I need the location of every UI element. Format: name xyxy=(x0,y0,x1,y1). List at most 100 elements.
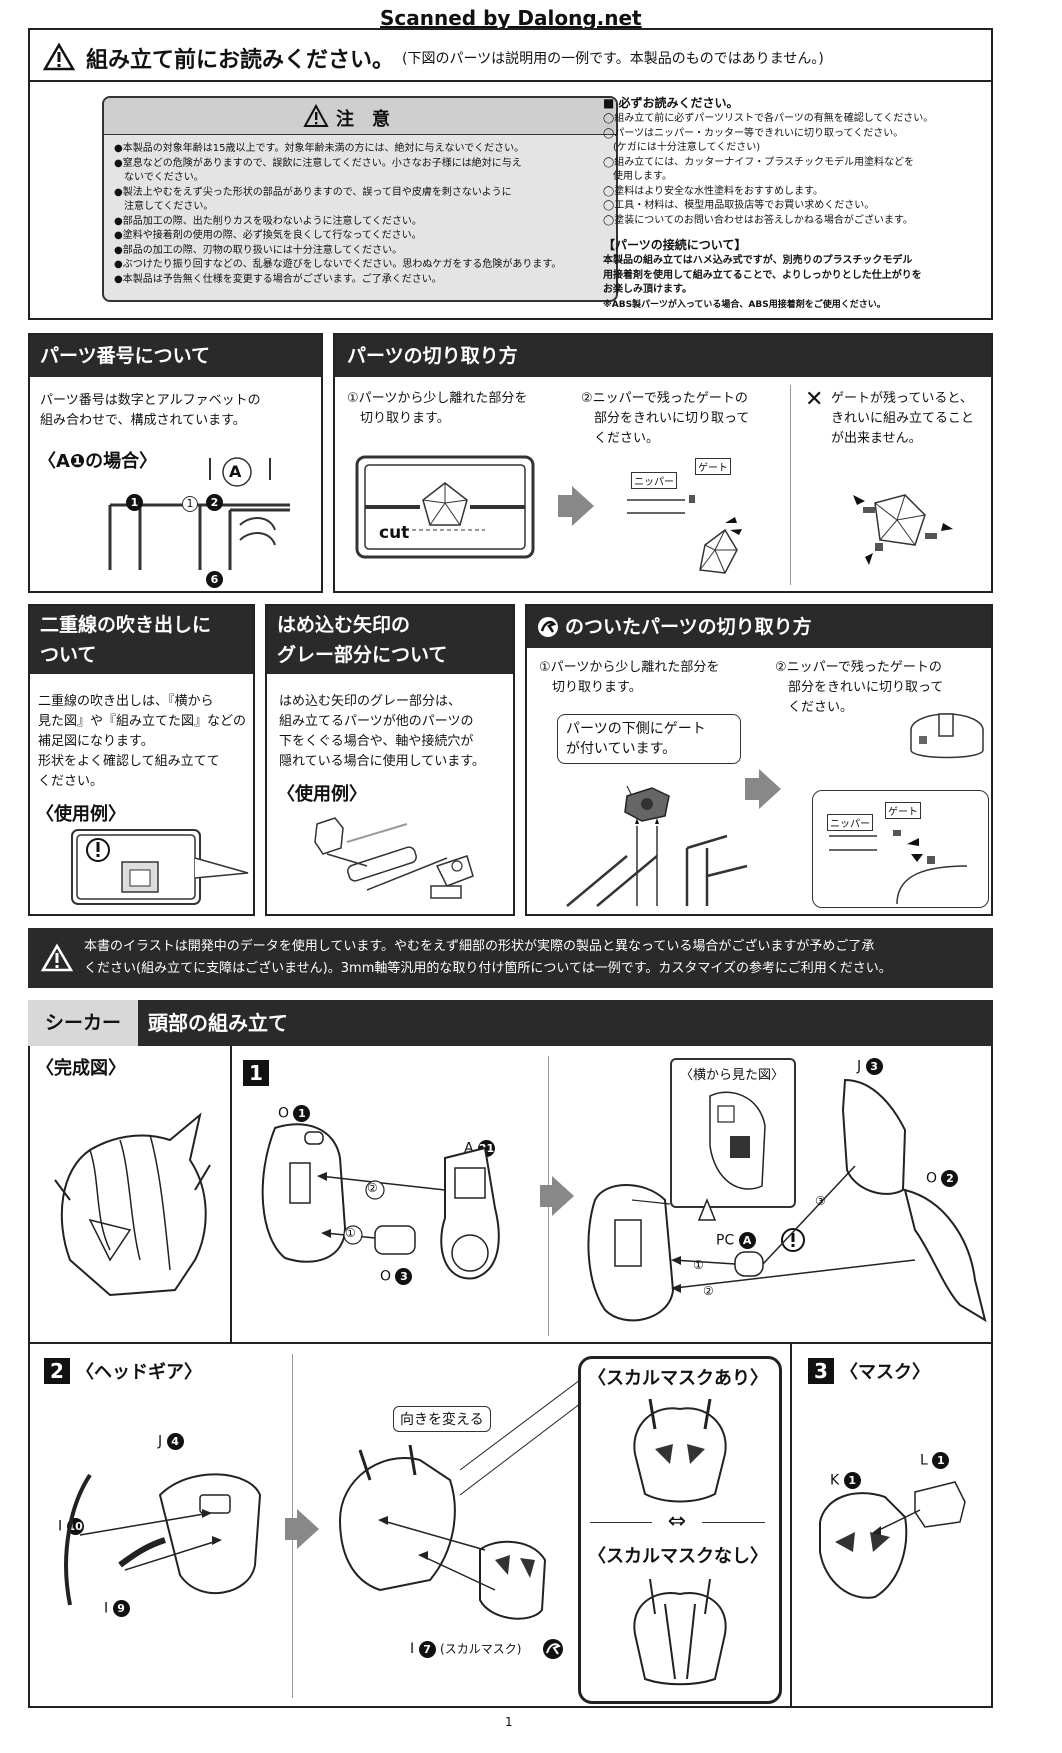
wrong-mark-icon: ✕ xyxy=(805,387,824,412)
step-3-number: 3 xyxy=(808,1358,834,1384)
connection-title: 【パーツの接続について】 xyxy=(603,238,747,252)
swap-arrow-icon: ⇔ xyxy=(652,1510,702,1534)
step-3-title: 〈マスク〉 xyxy=(840,1362,930,1383)
arrow-label-1: ① xyxy=(693,1258,704,1272)
text-line: 切り取ります。 xyxy=(539,680,642,695)
part-label-o1: O 1 xyxy=(278,1105,311,1122)
notice-line: 本書のイラストは開発中のデータを使用しています。やむをえず細部の形状が実際の製品… xyxy=(84,939,875,954)
connection-line: お楽しみ頂けます。 xyxy=(603,284,692,295)
connection-line: 用接着剤を使用して組み立てることで、よりしっかりとした仕上がりを xyxy=(603,269,922,281)
must-read-item: ◯パーツはニッパー・カッター等できれいに切り取ってください。 xyxy=(603,127,904,139)
part-numbers-section: パーツ番号について パーツ番号は数字とアルファベットの 組み合わせで、構成されて… xyxy=(28,333,323,593)
text-line: ①パーツから少し離れた部分を xyxy=(347,391,528,406)
step-arrow-head xyxy=(572,486,594,526)
cut-label: cut xyxy=(379,523,410,543)
arrow-label-3: ③ xyxy=(815,1194,826,1208)
text-line: ください。 xyxy=(775,700,854,715)
text-line: 隠れている場合に使用しています。 xyxy=(279,754,485,769)
step-1-number: 1 xyxy=(243,1060,269,1086)
caution-item: ●塗料や接着剤の使用の際、必ず換気を良くして行なってください。 xyxy=(114,230,422,241)
text-line: 組み立てるパーツが他のパーツの xyxy=(279,714,474,729)
gate-label: ゲート xyxy=(885,802,921,819)
part-label-o3: O 3 xyxy=(380,1268,413,1285)
title-underline xyxy=(30,80,991,82)
text-line: 下をくぐる場合や、軸や接続穴が xyxy=(279,734,474,749)
text-line: が出来ません。 xyxy=(831,431,922,446)
divider-h xyxy=(28,1342,993,1344)
marked-step1: ①パーツから少し離れた部分を 切り取ります。 xyxy=(539,658,719,698)
gate-bubble: パーツの下側にゲート が付いています。 xyxy=(557,714,741,764)
notice-text: 本書のイラストは開発中のデータを使用しています。やむをえず細部の形状が実際の製品… xyxy=(84,936,892,980)
without-skull-illustration xyxy=(633,1578,727,1686)
read-first-title: 組み立て前にお読みください。 xyxy=(86,48,395,73)
assembly-title: 頭部の組み立て xyxy=(148,1011,288,1035)
step1-assembled-illustration xyxy=(587,1078,987,1323)
marked-parts-section: のついたパーツの切り取り方 ①パーツから少し離れた部分を 切り取ります。 パーツ… xyxy=(525,604,993,916)
text-line: 組み合わせで、構成されています。 xyxy=(40,413,246,428)
part-numbers-text: パーツ番号は数字とアルファベットの 組み合わせで、構成されています。 xyxy=(40,391,261,431)
step-arrow xyxy=(745,778,759,800)
double-line-text: 二重線の吹き出しは、『横から 見た図』や『組み立てた図』などの 補足図になります… xyxy=(38,692,246,792)
divider xyxy=(790,385,791,585)
text-line: ②ニッパーで残ったゲートの xyxy=(581,391,748,406)
rotate-bubble: 向きを変える xyxy=(393,1406,491,1432)
text-line: 切り取ります。 xyxy=(347,411,450,426)
runner-num-1b: 1 xyxy=(182,496,198,512)
step3-illustration xyxy=(819,1481,966,1599)
caution-item: ●部品加工の際、出た削りカスを吸わないように注意してください。 xyxy=(114,215,422,227)
gray-arrow-text: はめ込む矢印のグレー部分は、 組み立てるパーツが他のパーツの 下をくぐる場合や、… xyxy=(279,692,485,772)
header-label: のついたパーツの切り取り方 xyxy=(565,616,812,638)
caution-item: ないでください。 xyxy=(114,172,204,183)
text-line: ゲートが残っていると、 xyxy=(831,391,973,406)
cutting-step2: ②ニッパーで残ったゲートの 部分をきれいに切り取って ください。 xyxy=(581,389,749,449)
gray-arrow-header: はめ込む矢印の グレー部分について xyxy=(267,606,513,674)
header-line: 二重線の吹き出しに xyxy=(40,614,212,636)
marked-parts-header: のついたパーツの切り取り方 xyxy=(527,606,991,648)
text-line: きれいに組み立てること xyxy=(831,411,975,426)
assembly-header: シーカー 頭部の組み立て xyxy=(28,1000,993,1046)
part-label-k1: K 1 xyxy=(830,1472,861,1489)
marked-nipper-diagram xyxy=(829,830,968,905)
must-read-item: 使用します。 xyxy=(603,171,672,182)
header-line: はめ込む矢印の xyxy=(277,614,411,636)
part-numbers-example: 〈A❶の場合〉 xyxy=(38,451,158,472)
side-view-title: 〈横から見た図〉 xyxy=(680,1068,785,1083)
notice-bar: 本書のイラストは開発中のデータを使用しています。やむをえず細部の形状が実際の製品… xyxy=(28,928,993,988)
completed-head-illustration xyxy=(54,1112,211,1297)
step-arrow-head xyxy=(297,1509,319,1549)
runner-diagram xyxy=(108,457,290,570)
text-line: ①パーツから少し離れた部分を xyxy=(539,660,720,675)
text-line: 部分をきれいに切り取って xyxy=(581,411,750,426)
gate-chip xyxy=(919,736,927,744)
gate-label: ゲート xyxy=(695,458,731,475)
connection-line: ※ABS製パーツが入っている場合、ABS用接着剤をご使用ください。 xyxy=(603,299,886,310)
scan-credit: Scanned by Dalong.net xyxy=(380,6,642,30)
step2-left-illustration xyxy=(64,1473,262,1606)
text-line: が付いています。 xyxy=(566,741,677,757)
text-line: パーツ番号は数字とアルファベットの xyxy=(40,393,261,408)
runner-cut-diagram xyxy=(355,455,535,559)
assembly-tag: シーカー xyxy=(28,1000,138,1046)
double-line-bubble xyxy=(71,829,249,905)
text-line: パーツの下側にゲート xyxy=(566,721,706,737)
double-line-example: 〈使用例〉 xyxy=(36,804,126,825)
notice-line: ください(組み立てに支障はございません)。3mm軸等汎用的な取り付け箇所について… xyxy=(84,961,892,976)
step-2-title: 〈ヘッドギア〉 xyxy=(76,1362,202,1383)
caution-header xyxy=(104,98,616,135)
divider-v xyxy=(790,1344,792,1708)
runner-num-1: 1 xyxy=(126,494,143,511)
caution-item: ●本製品の対象年齢は15歳以上です。対象年齢未満の方には、絶対に与えないでくださ… xyxy=(114,143,525,154)
connection-line: 本製品の組み立てはハメ込み式ですが、別売りのプラスチックモデル xyxy=(603,255,913,266)
read-first-section: 組み立て前にお読みください。 (下図のパーツは説明用の一例です。本製品のものでは… xyxy=(28,28,993,320)
gray-arrow-section: はめ込む矢印の グレー部分について はめ込む矢印のグレー部分は、 組み立てるパー… xyxy=(265,604,515,916)
side-view-illustration xyxy=(709,1091,766,1190)
step-arrow xyxy=(540,1185,552,1207)
must-read-item: ◯塗装についてのお問い合わせはお答えしかねる場合がございます。 xyxy=(603,214,913,226)
must-read-item: ◯組み立てには、カッターナイフ・プラスチックモデル用塗料などを xyxy=(603,156,914,168)
nipper-label: ニッパー xyxy=(631,472,677,489)
with-skull-illustration xyxy=(633,1398,727,1503)
cutting-step1: ①パーツから少し離れた部分を 切り取ります。 xyxy=(347,389,527,429)
marked-runner-diagram xyxy=(566,785,748,907)
gray-arrow-diagram xyxy=(314,817,474,899)
part-label-i7: I 7 (スカルマスク) xyxy=(410,1640,522,1658)
